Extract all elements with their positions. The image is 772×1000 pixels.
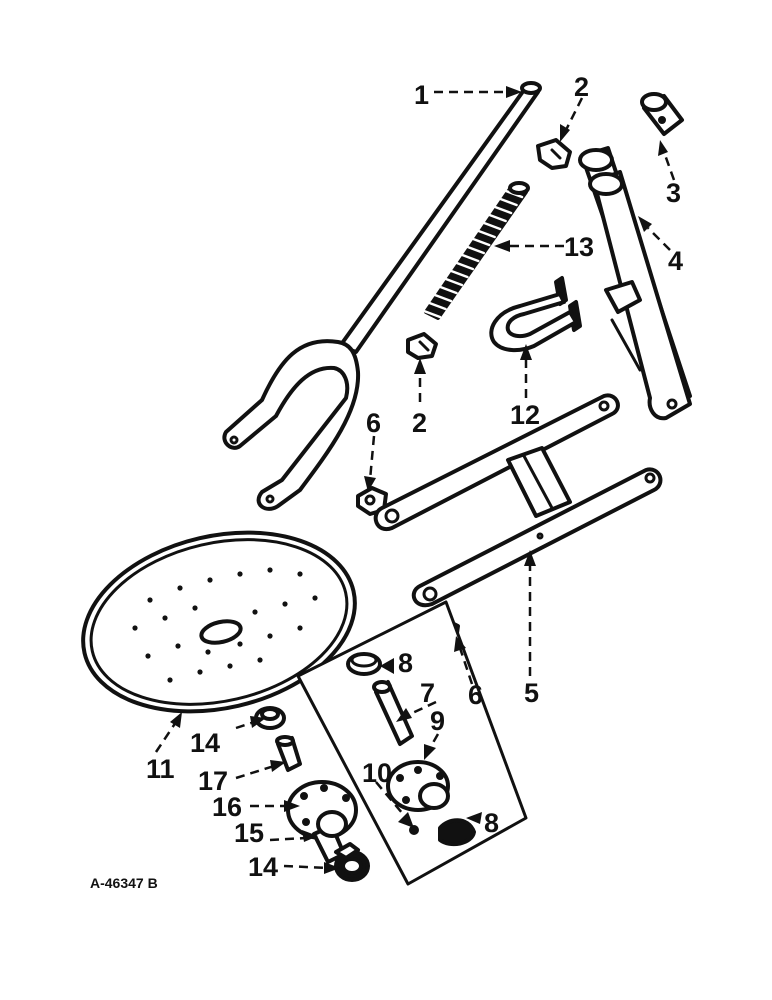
callout-8-lower: 8: [484, 808, 499, 838]
callout-9: 9: [430, 706, 445, 736]
figure-code: A-46347 B: [90, 875, 158, 891]
callout-14-upper: 14: [190, 728, 220, 758]
pin-part: [372, 680, 414, 746]
disk-hole: [237, 641, 243, 647]
disk-hole: [175, 643, 181, 649]
disk-hole: [227, 663, 233, 669]
disk-hole: [192, 605, 198, 611]
callout-15: 15: [234, 818, 264, 848]
clamp-upper-part: [536, 138, 572, 170]
coil-spring-part: [422, 181, 530, 320]
disk-hole: [207, 577, 213, 583]
callout-16: 16: [212, 792, 242, 822]
fork-shaft-part: [222, 81, 542, 511]
disk-hole: [177, 585, 183, 591]
callout-5: 5: [524, 678, 539, 708]
disk-hole: [167, 677, 173, 683]
u-bolt-part: [489, 276, 582, 353]
callout-4: 4: [668, 246, 683, 276]
disk-hole: [282, 601, 288, 607]
clamp-lower-part: [406, 332, 438, 360]
arm-bracket-part: [578, 146, 692, 421]
callout-17: 17: [198, 766, 228, 796]
callout-11: 11: [146, 754, 175, 784]
seal-lower-part: [438, 818, 476, 847]
callout-labels: 1 2 3 4 13 2 12 6 5 11 8 7 6 9 14 10 17 …: [146, 72, 683, 882]
callout-14-lower: 14: [248, 852, 278, 882]
callout-3: 3: [666, 178, 681, 208]
disk-hole: [147, 597, 153, 603]
grease-fitting-part: [409, 825, 419, 835]
callout-2-upper: 2: [574, 72, 589, 102]
callout-10: 10: [362, 758, 392, 788]
disk-hole: [312, 595, 318, 601]
disk-hole: [145, 653, 151, 659]
disk-hole: [252, 609, 258, 615]
callout-7: 7: [420, 678, 435, 708]
disk-hole: [267, 633, 273, 639]
link-bar-part: [373, 393, 663, 608]
bearing-lower-part: [334, 842, 370, 882]
callout-6-upper: 6: [366, 408, 381, 438]
hub-part-9: [386, 760, 450, 812]
callout-13: 13: [564, 232, 594, 262]
leader-lines: [154, 86, 676, 874]
bearing-upper-part: [254, 706, 286, 730]
disk-hole: [197, 669, 203, 675]
disk-hole: [297, 625, 303, 631]
seal-upper-part: [346, 652, 382, 676]
disk-hole: [237, 571, 243, 577]
callout-1: 1: [414, 80, 429, 110]
disk-hole: [257, 657, 263, 663]
spacer-part: [275, 735, 302, 772]
callout-12: 12: [510, 400, 540, 430]
disk-hole: [162, 615, 168, 621]
disk-hole: [297, 571, 303, 577]
disk-hole: [205, 649, 211, 655]
callout-2-lower: 2: [412, 408, 427, 438]
disk-part: [81, 530, 357, 714]
callout-8-upper: 8: [398, 648, 413, 678]
callout-6-lower: 6: [468, 680, 483, 710]
bushing-part: [640, 92, 684, 136]
disk-hole: [132, 625, 138, 631]
disk-hole: [267, 567, 273, 573]
